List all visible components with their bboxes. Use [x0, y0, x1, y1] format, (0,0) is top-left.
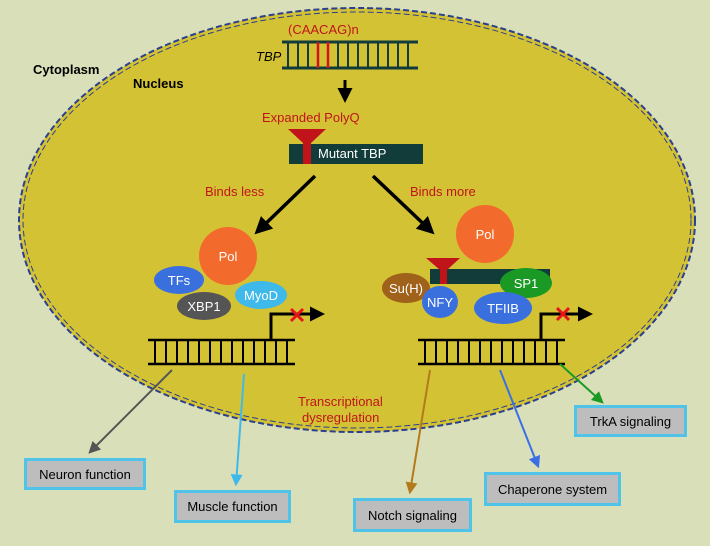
nucleus-membrane-inner — [22, 11, 692, 429]
repeat-label: (CAACAG)n — [288, 22, 359, 37]
nucleus-membrane — [18, 7, 696, 433]
muscle-function-box: Muscle function — [174, 490, 291, 523]
xbp1-node: XBP1 — [177, 292, 231, 320]
right-block-icon — [555, 306, 571, 322]
nucleus-label: Nucleus — [133, 76, 184, 91]
tfs-node: TFs — [154, 266, 204, 294]
myod-node: MyoD — [235, 281, 287, 309]
left-tss-arrow — [269, 306, 325, 340]
chaperone-arrow — [499, 369, 541, 469]
tbp-gene-dna — [282, 40, 418, 70]
muscle-arrow — [230, 373, 245, 487]
nfy-node: NFY — [422, 286, 458, 318]
polyq-tail-icon — [288, 129, 326, 164]
dysregulation-label: dysregulation — [302, 410, 380, 425]
notch-signaling-box: Notch signaling — [353, 498, 472, 532]
cytoplasm-label: Cytoplasm — [33, 62, 100, 77]
mutant-tbp-bar — [289, 144, 423, 164]
expanded-polyq-label: Expanded PolyQ — [262, 110, 360, 125]
neuron-arrow — [88, 369, 173, 454]
right-pol-node: Pol — [456, 205, 514, 263]
trka-signaling-box: TrkA signaling — [574, 405, 687, 437]
mutant-tbp-label: Mutant TBP — [318, 146, 387, 161]
tbp-gene-label: TBP — [256, 49, 282, 64]
binds-less-arrow — [254, 174, 317, 235]
right-tss-arrow — [539, 306, 593, 340]
right-polyq-tail-icon — [426, 258, 460, 284]
chaperone-system-box: Chaperone system — [484, 472, 621, 506]
binds-more-label: Binds more — [410, 184, 476, 199]
binds-more-arrow — [371, 174, 435, 235]
left-pol-node: Pol — [199, 227, 257, 285]
left-block-icon — [289, 307, 305, 323]
tfiib-node: TFIIB — [474, 292, 532, 324]
right-promoter-dna — [418, 338, 565, 366]
neuron-function-box: Neuron function — [24, 458, 146, 490]
trka-arrow — [559, 363, 604, 404]
binds-less-label: Binds less — [205, 184, 265, 199]
transcriptional-label: Transcriptional — [298, 394, 383, 409]
notch-arrow — [405, 369, 431, 495]
